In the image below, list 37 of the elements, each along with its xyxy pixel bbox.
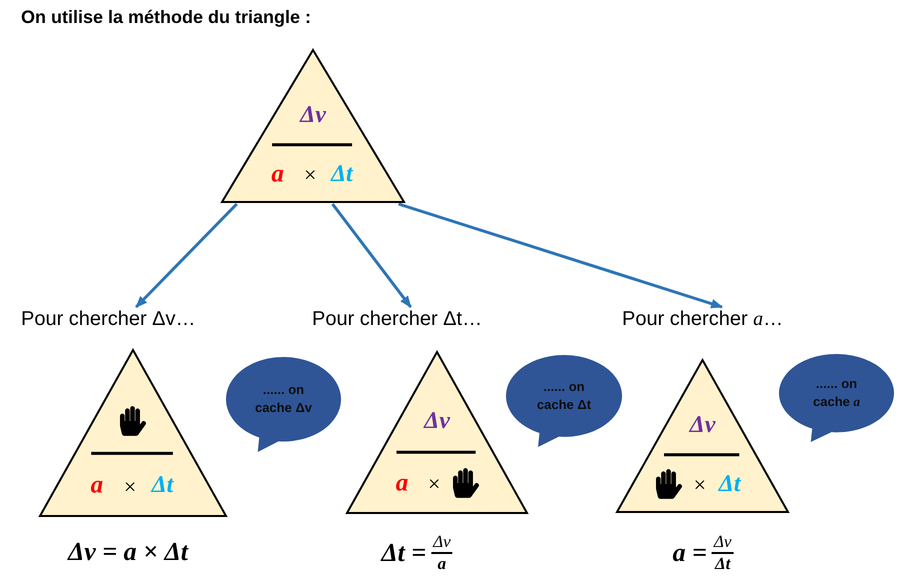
triangle — [615, 358, 790, 514]
fraction-numerator: Δv — [712, 532, 734, 554]
multiply-sign: × — [124, 476, 136, 498]
bubble-text: ...... on cache Δv — [254, 381, 314, 418]
variable-label: a — [90, 472, 104, 498]
variable-label: a — [396, 470, 408, 496]
speech-bubble — [505, 354, 623, 447]
variable-label: Δv — [424, 408, 450, 433]
triangle — [345, 350, 529, 515]
multiply-sign: × — [304, 164, 316, 186]
fraction-denominator: a — [438, 554, 446, 574]
arrow — [331, 203, 412, 308]
fraction-denominator: Δt — [714, 554, 730, 574]
title: On utilise la méthode du triangle : — [21, 6, 312, 28]
formula: a = — [672, 538, 707, 568]
formula: Δv = a × Δt — [68, 537, 188, 567]
variable-label: a — [271, 161, 284, 186]
triangle — [220, 48, 406, 204]
bubble-text: ...... on cache a — [812, 375, 861, 412]
case-heading: Pour chercher Δv… — [21, 307, 196, 331]
fraction-numerator: Δv — [431, 532, 453, 554]
variable-label: Δt — [152, 472, 174, 497]
formula: Δt = — [381, 538, 426, 568]
multiply-sign: × — [428, 473, 440, 496]
triangle — [38, 348, 228, 518]
variable-label: Δt — [330, 162, 353, 186]
bubble-text: ...... on cache Δt — [536, 378, 592, 414]
speech-bubble — [778, 353, 895, 442]
variable-label: Δv — [690, 413, 716, 438]
arrow — [398, 202, 724, 308]
case-heading: Pour chercher Δt… — [312, 307, 482, 331]
speech-bubble — [225, 356, 342, 452]
variable-label: Δt — [718, 472, 740, 496]
variable-label: Δv — [300, 103, 326, 128]
multiply-sign: × — [694, 474, 706, 496]
arrow — [135, 202, 238, 308]
case-heading: Pour chercher a… — [622, 307, 784, 331]
